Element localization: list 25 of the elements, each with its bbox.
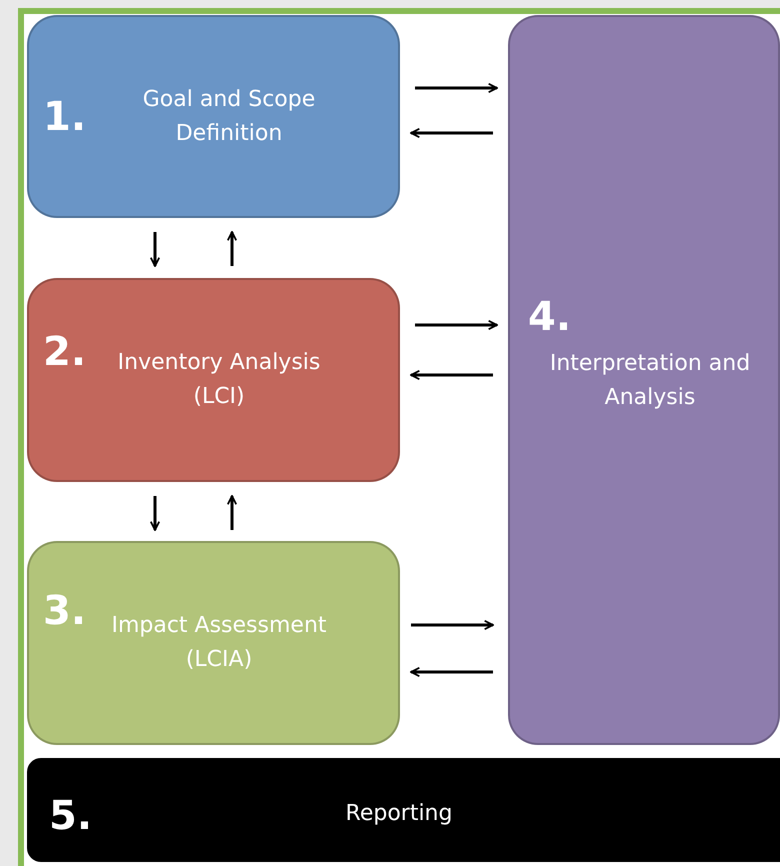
step-label: Interpretation and Analysis [548,350,752,412]
step-label: Impact Assessment (LCIA) [110,612,328,674]
step-box [27,278,400,482]
arrow [150,496,160,531]
step-label: Inventory Analysis (LCI) [116,349,322,412]
step-label: Reporting [344,800,454,828]
arrow [410,370,493,380]
step-number: 1. [43,97,86,137]
arrow [410,128,493,138]
arrow [226,495,238,530]
arrow [415,320,498,330]
arrow [410,666,493,678]
step-number: 3. [43,591,86,631]
step-panel [508,15,780,745]
step-box [27,541,400,745]
arrow [411,620,494,630]
arrow [415,82,498,94]
arrow [150,232,160,267]
step-number: 4. [528,297,572,337]
arrow [226,231,238,266]
step-label: Goal and Scope Definition [142,86,316,148]
step-bar [27,758,780,862]
step-box [27,15,400,218]
step-number: 2. [43,332,86,372]
step-number: 5. [49,796,92,836]
